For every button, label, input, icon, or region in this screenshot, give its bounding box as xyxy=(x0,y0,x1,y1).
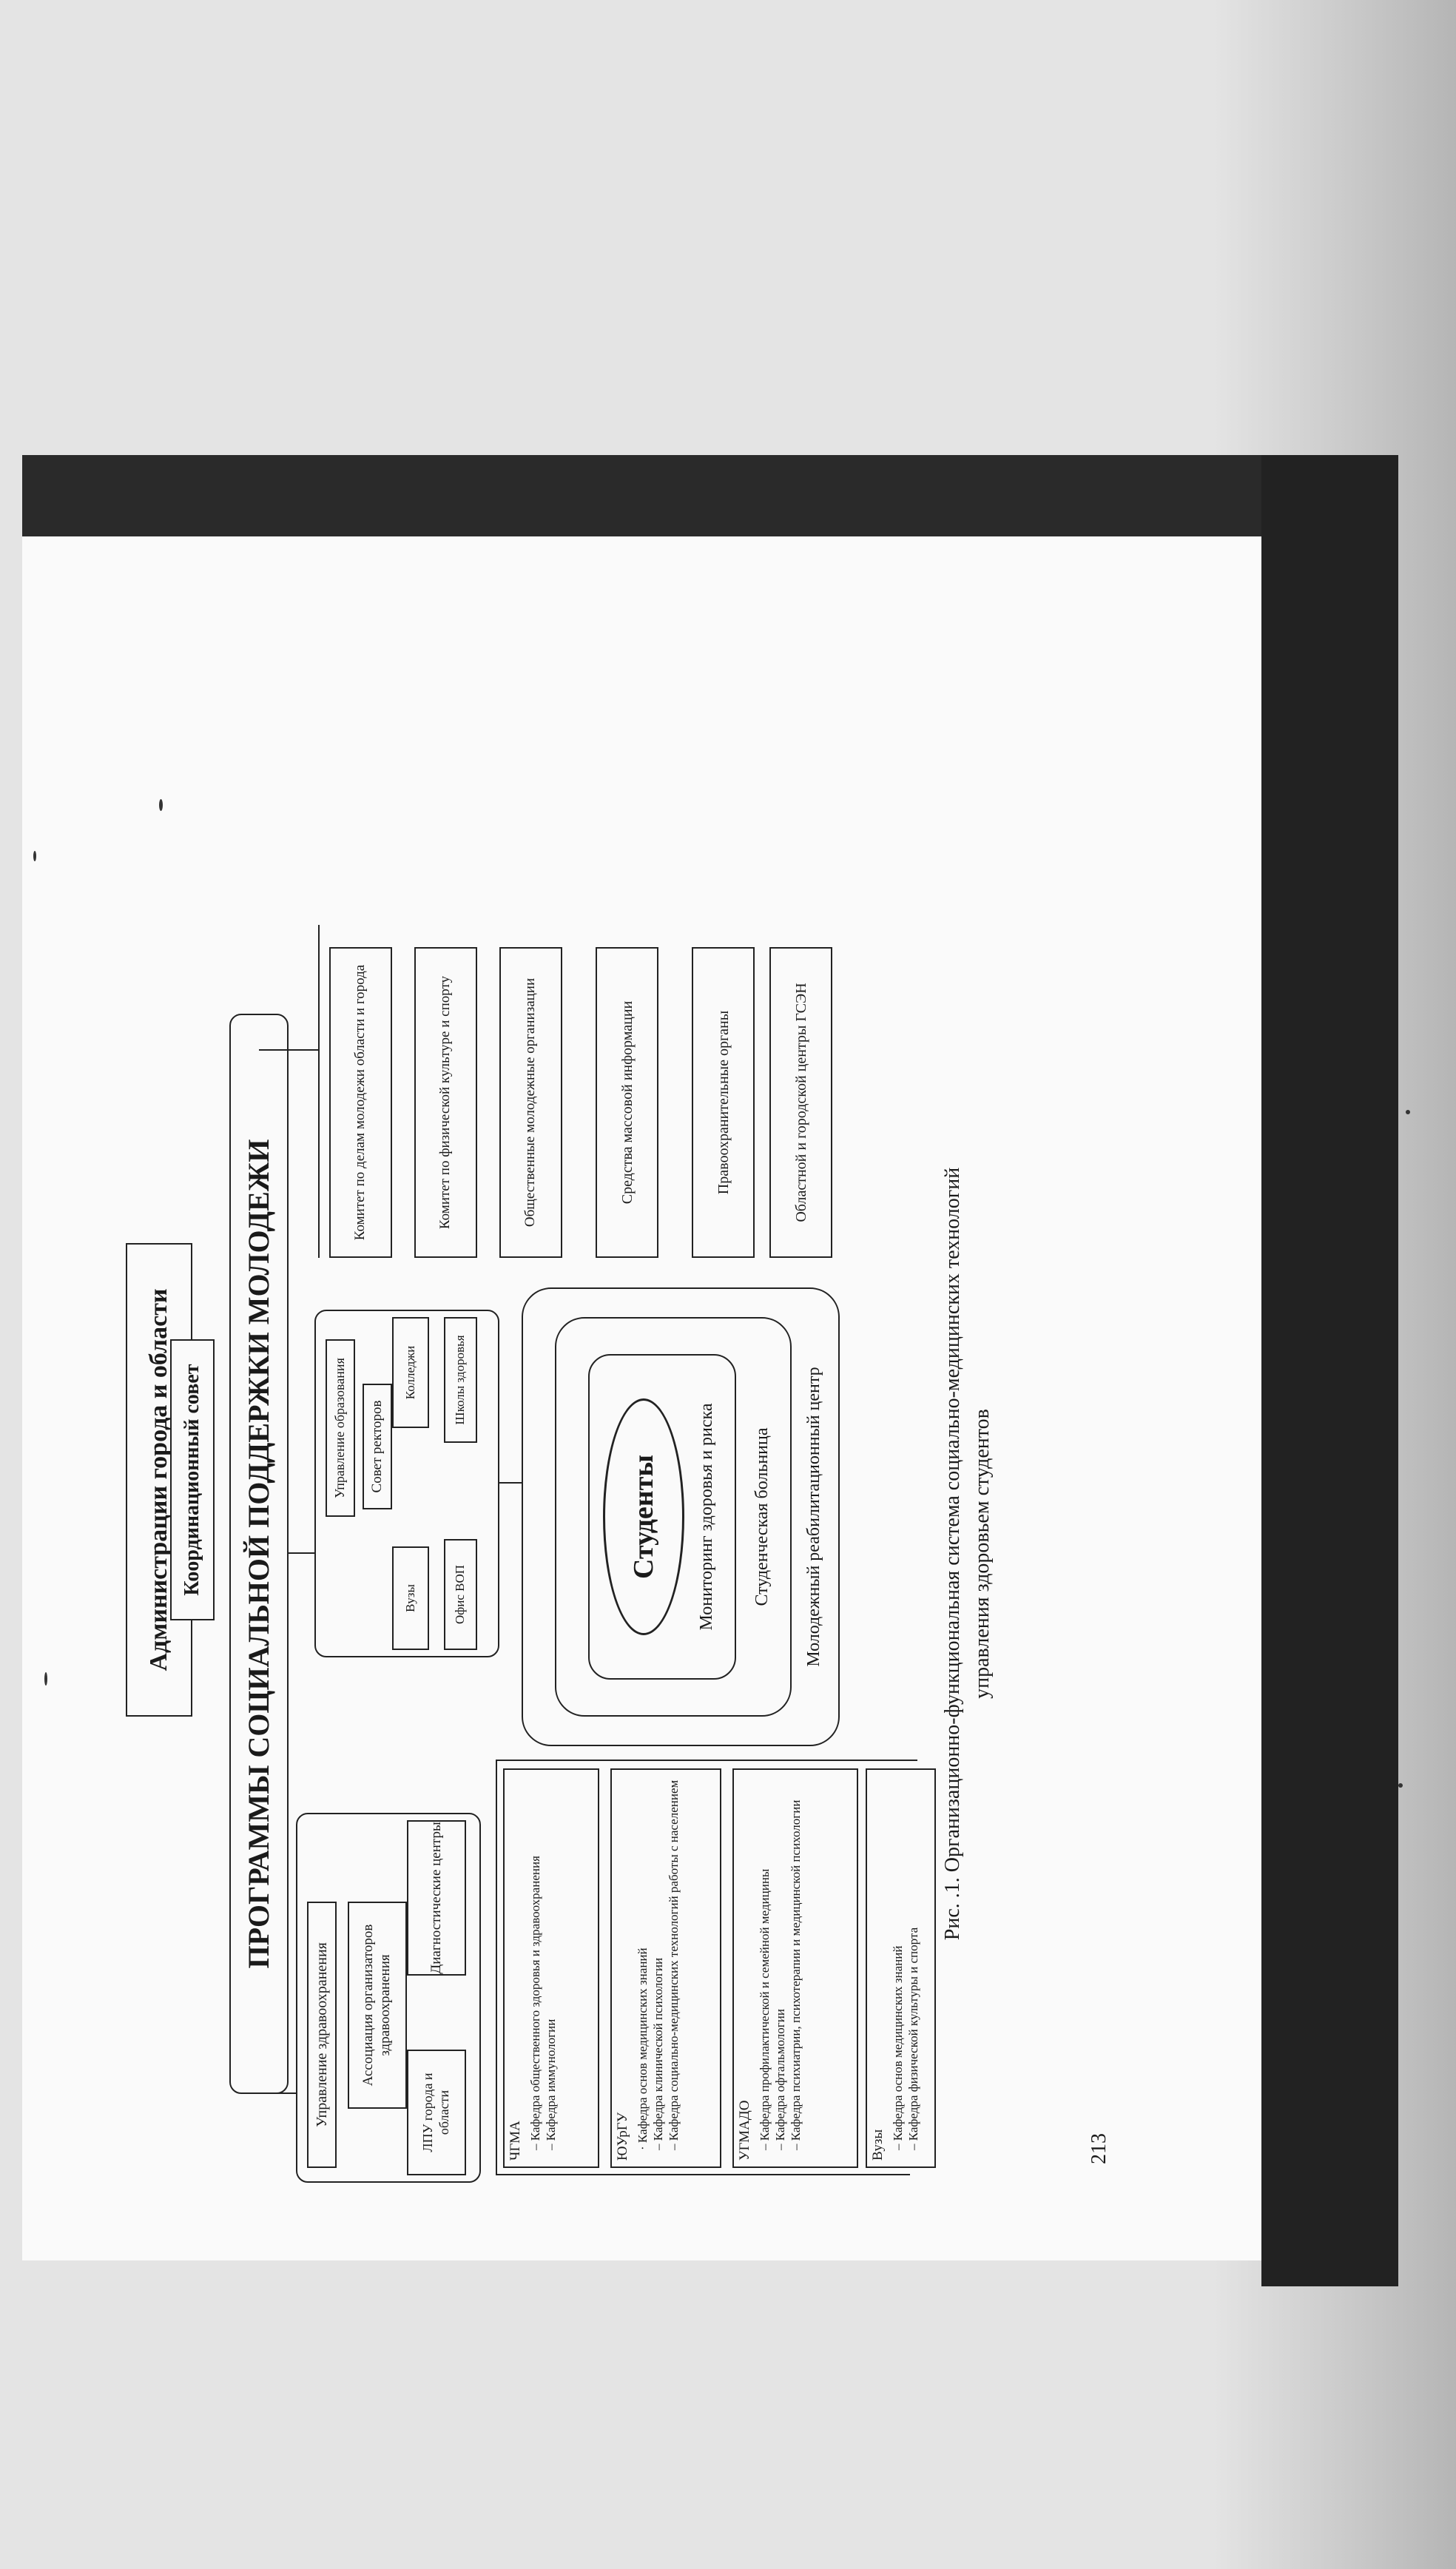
dept-list-ugmado: УГМАДО – Кафедра профилактической и семе… xyxy=(736,1776,804,2161)
students-label: Студенты xyxy=(628,1454,659,1580)
programs-label: ПРОГРАММЫ СОЦИАЛЬНОЙ ПОДДЕРЖКИ МОЛОДЕЖИ xyxy=(242,1139,275,1969)
list-item: · Кафедра основ медицинских знаний xyxy=(635,1947,650,2150)
right-box-6: Областной и городской центры ГСЭН xyxy=(769,947,832,1258)
list-item: – Кафедра иммунологии xyxy=(544,2018,558,2150)
list-head: ЧГМА xyxy=(508,2121,523,2161)
connector xyxy=(496,2174,910,2175)
dept-list-yurgu: ЮУрГУ · Кафедра основ медицинских знаний… xyxy=(614,1776,682,2161)
connector xyxy=(289,1552,314,1554)
monitoring-label: Мониторинг здоровья и риска xyxy=(697,1403,716,1631)
right-box-label: Комитет по физической культуре и спорту xyxy=(437,975,454,1230)
council-box: Координационный совет xyxy=(170,1339,215,1620)
vop-box: Офис ВОП xyxy=(444,1539,477,1650)
caption-line-2: управления здоровьем студентов xyxy=(971,1409,994,1699)
assoc-box: Ассоциация организаторов здравоохранения xyxy=(348,1902,407,2109)
list-item: – Кафедра общественного здоровья и здрав… xyxy=(528,1856,542,2150)
right-box-2: Комитет по физической культуре и спорту xyxy=(414,947,477,1258)
scan-speck xyxy=(159,799,163,811)
ldu-box: ЛПУ города и области xyxy=(407,2050,466,2175)
connector xyxy=(259,1049,318,1051)
figure: Администрации города и области Координац… xyxy=(118,925,1006,2190)
caption-line-1: Рис. .1. Организационно-функциональная с… xyxy=(941,1167,964,1941)
scan-speck xyxy=(33,851,36,861)
right-box-label: Областной и городской центры ГСЭН xyxy=(792,983,809,1222)
vuzy-label: Вузы xyxy=(402,1584,417,1612)
students-ellipse: Студенты xyxy=(603,1398,684,1635)
list-item: – Кафедра профилактической и семейной ме… xyxy=(757,1868,772,2150)
list-head: Вузы xyxy=(870,2129,886,2161)
rectors-label: Совет ректоров xyxy=(368,1400,385,1493)
scan-speck xyxy=(44,1672,47,1686)
right-box-label: Общественные молодежные организации xyxy=(522,977,539,1228)
dept-list-vuzy: Вузы – Кафедра основ медицинских знаний … xyxy=(869,1776,921,2161)
scan-shadow-right xyxy=(1261,455,1398,2286)
list-item: – Кафедра офтальмологии xyxy=(773,2009,787,2150)
council-label: Координационный совет xyxy=(181,1364,204,1596)
edu-admin-box: Управление образования xyxy=(326,1339,355,1517)
scan-shadow-top xyxy=(22,455,1398,536)
list-item: – Кафедра психиатрии, психотерапии и мед… xyxy=(789,1799,803,2150)
colleges-label: Колледжи xyxy=(402,1345,417,1400)
connector xyxy=(496,1760,917,1761)
scan-speck xyxy=(1398,1783,1403,1788)
right-box-1: Комитет по делам молодежи области и горо… xyxy=(329,947,392,1258)
edu-admin-label: Управление образования xyxy=(332,1358,348,1498)
ldu-label: ЛПУ города и области xyxy=(420,2073,451,2152)
list-item: – Кафедра социально-медицинских технолог… xyxy=(667,1780,681,2150)
diag-label: Диагностические центры xyxy=(428,1822,444,1974)
scan-speck xyxy=(1406,1110,1410,1114)
assoc-label: Ассоциация организаторов здравоохранения xyxy=(360,1924,393,2087)
right-box-label: Комитет по делам молодежи области и горо… xyxy=(352,964,368,1241)
health-schools-box: Школы здоровья xyxy=(444,1317,477,1443)
right-box-label: Средства массовой информации xyxy=(619,1000,636,1205)
health-admin-box: Управление здравоохранения xyxy=(307,1902,337,2168)
right-box-label: Правоохранительные органы xyxy=(715,1010,732,1195)
health-schools-label: Школы здоровья xyxy=(453,1335,468,1425)
colleges-box: Колледжи xyxy=(392,1317,429,1428)
page-number: 213 xyxy=(1088,2133,1110,2164)
dept-list-chgma: ЧГМА – Кафедра общественного здоровья и … xyxy=(507,1776,559,2161)
vop-label: Офис ВОП xyxy=(453,1564,468,1625)
diag-box: Диагностические центры xyxy=(407,1820,466,1976)
list-item: – Кафедра клинической психологии xyxy=(651,1957,665,2150)
rehab-label: Молодежный реабилитационный центр xyxy=(804,1367,823,1667)
connector xyxy=(499,1482,522,1484)
rectors-box: Совет ректоров xyxy=(363,1384,392,1509)
list-head: ЮУрГУ xyxy=(615,2112,630,2161)
connector xyxy=(318,925,320,1258)
health-admin-label: Управление здравоохранения xyxy=(314,1942,330,2127)
list-head: УГМАДО xyxy=(737,2100,752,2161)
connector xyxy=(259,2092,296,2094)
connector xyxy=(496,1761,497,2175)
right-box-5: Правоохранительные органы xyxy=(692,947,755,1258)
right-box-4: Средства массовой информации xyxy=(596,947,658,1258)
list-item: – Кафедра физической культуры и спорта xyxy=(906,1927,920,2150)
vuzy-box: Вузы xyxy=(392,1546,429,1650)
programs-bar: ПРОГРАММЫ СОЦИАЛЬНОЙ ПОДДЕРЖКИ МОЛОДЕЖИ xyxy=(229,1014,289,2094)
list-item: – Кафедра основ медицинских знаний xyxy=(890,1945,905,2150)
hospital-label: Студенческая больница xyxy=(752,1427,772,1606)
right-box-3: Общественные молодежные организации xyxy=(499,947,562,1258)
